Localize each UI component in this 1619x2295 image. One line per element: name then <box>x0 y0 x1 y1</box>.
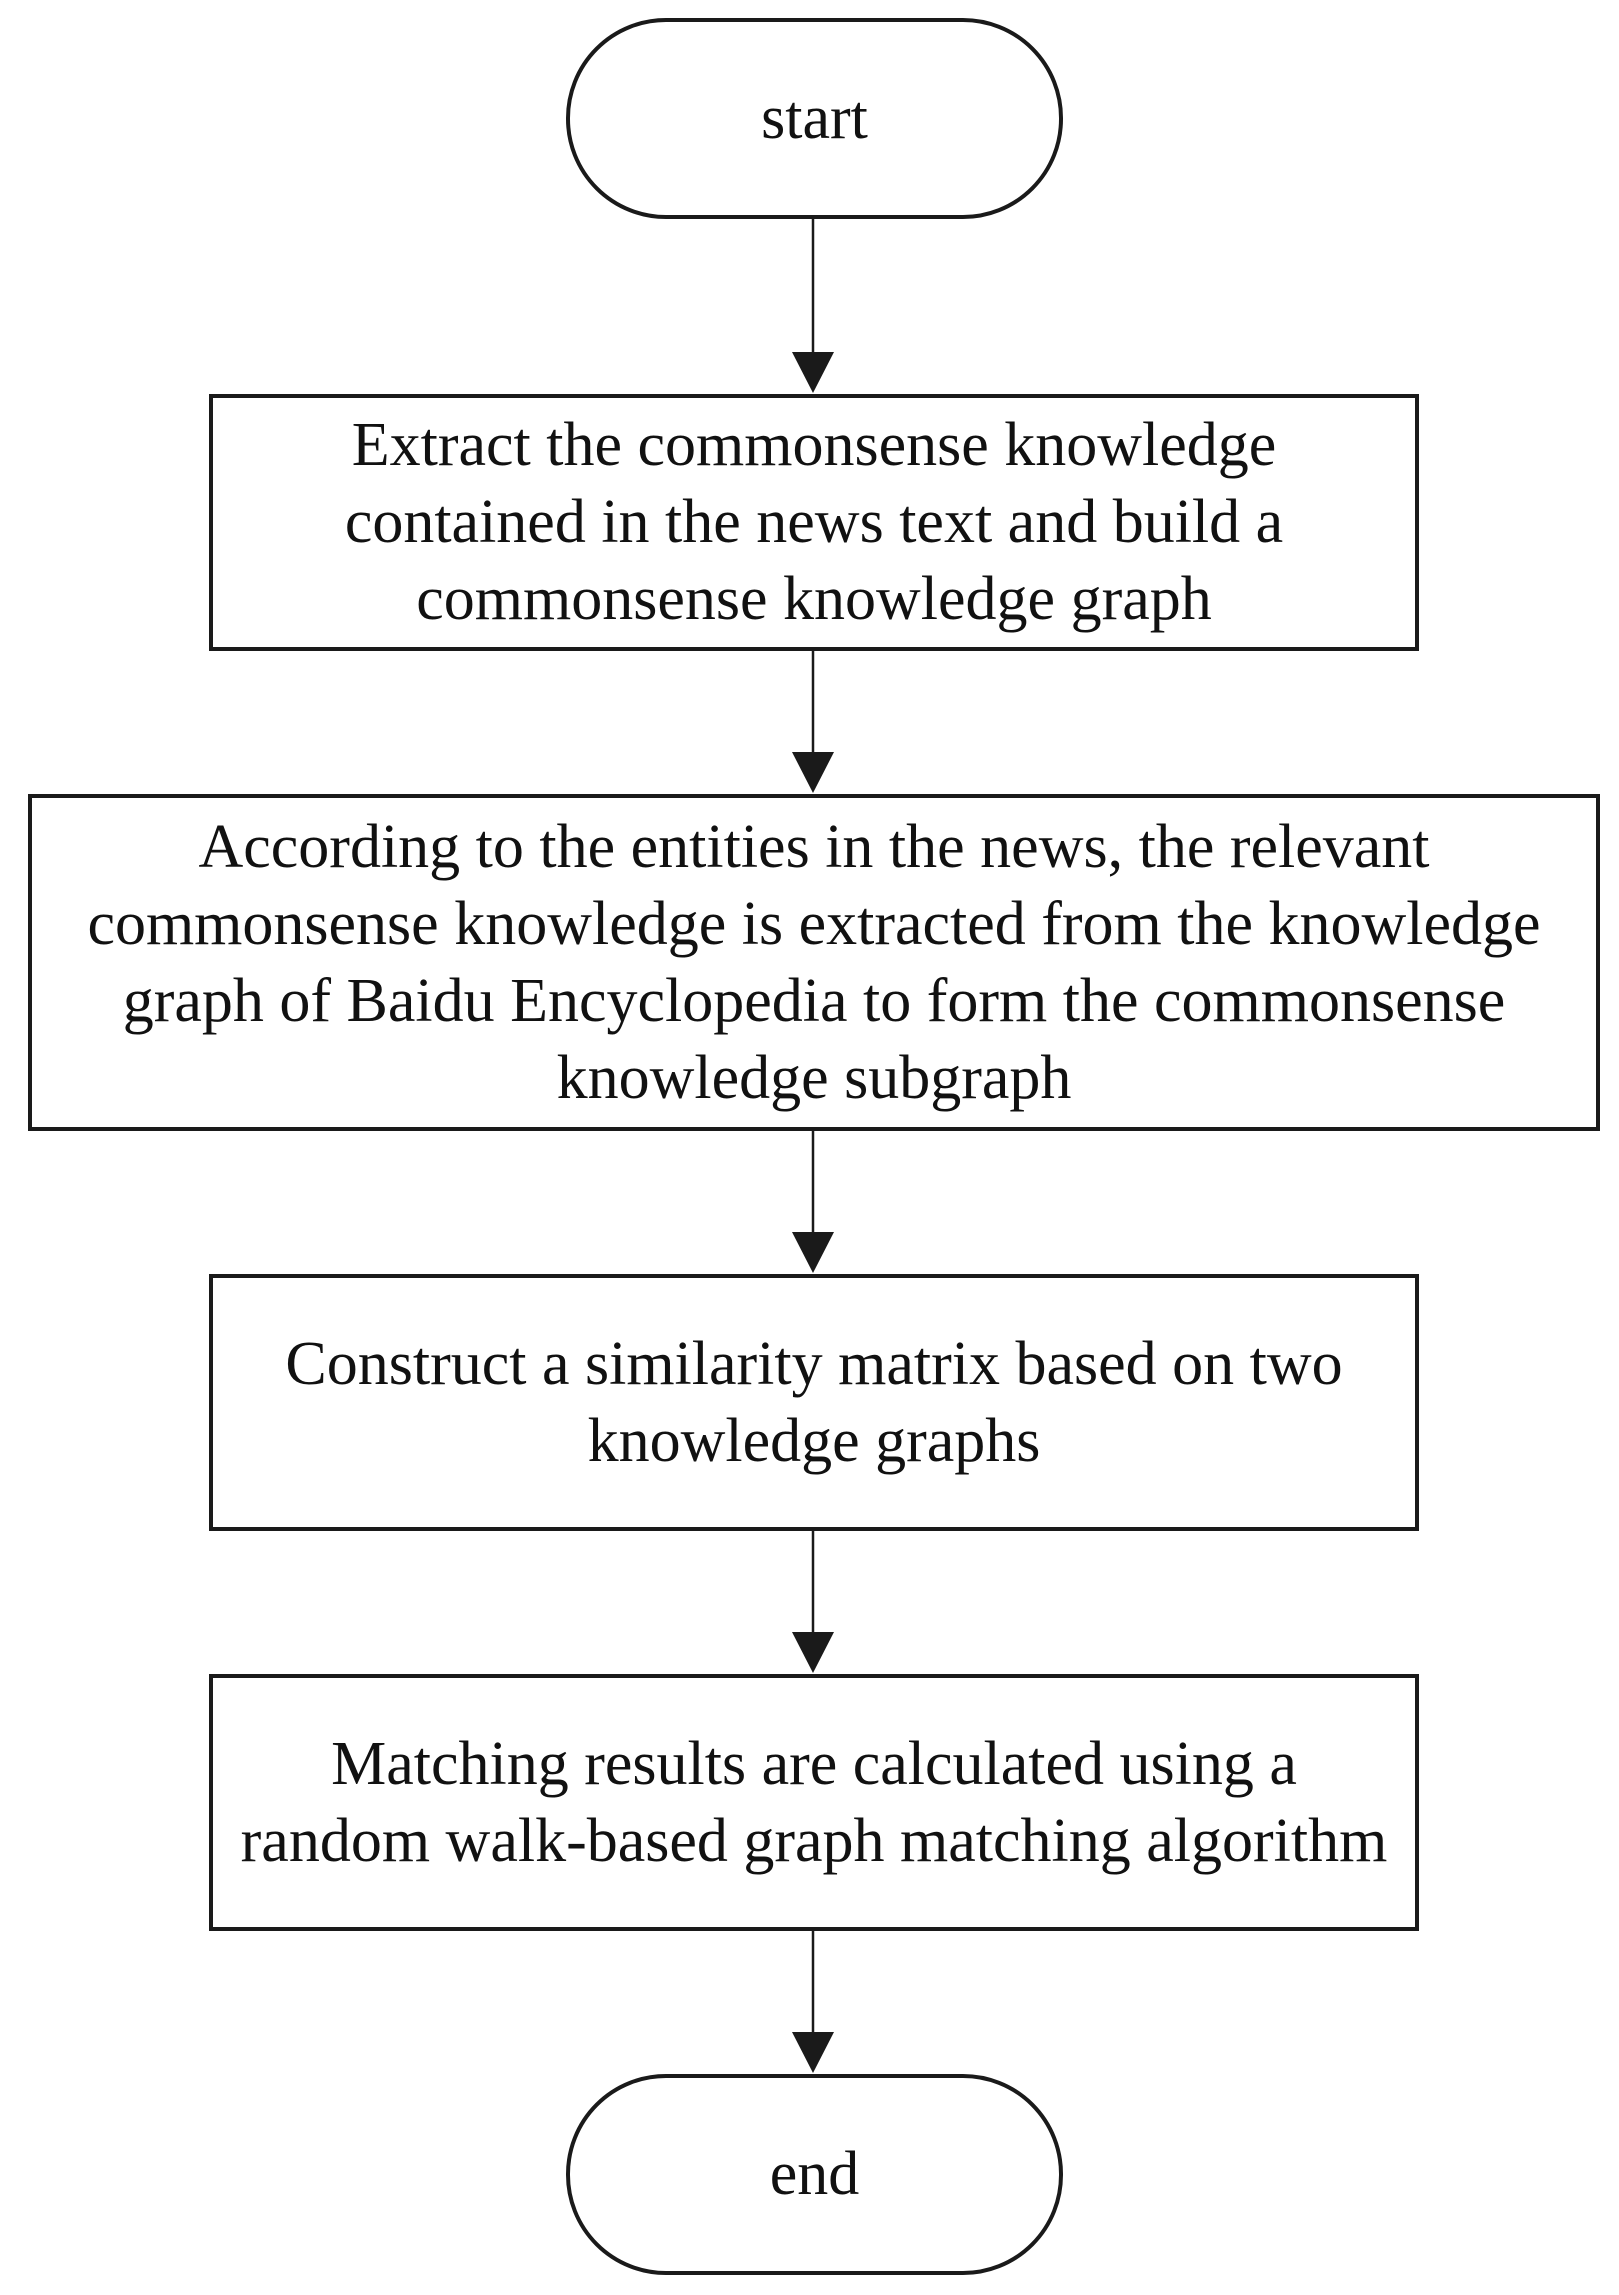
arrow-step-2-to-step-3 <box>792 1130 834 1273</box>
process-step-1-label: Extract the commonsense knowledge contai… <box>344 411 1284 633</box>
process-step-4-label: Matching results are calculated using a … <box>240 1729 1388 1875</box>
end-label: end <box>769 2140 860 2208</box>
arrow-step-1-to-step-2 <box>792 650 834 793</box>
process-step-4: Matching results are calculated using a … <box>209 1674 1419 1931</box>
start-terminal: start <box>566 18 1063 219</box>
start-label: start <box>761 84 868 152</box>
arrow-step-3-to-step-4 <box>792 1530 834 1673</box>
process-step-3-label: Construct a similarity matrix based on t… <box>285 1329 1343 1475</box>
process-step-2-label: According to the entities in the news, t… <box>87 812 1541 1112</box>
process-step-3: Construct a similarity matrix based on t… <box>209 1274 1419 1531</box>
process-step-1: Extract the commonsense knowledge contai… <box>209 394 1419 651</box>
process-step-2: According to the entities in the news, t… <box>28 794 1600 1131</box>
arrow-step-4-to-end <box>792 1930 834 2073</box>
end-terminal: end <box>566 2074 1063 2275</box>
arrow-start-to-step-1 <box>792 218 834 393</box>
